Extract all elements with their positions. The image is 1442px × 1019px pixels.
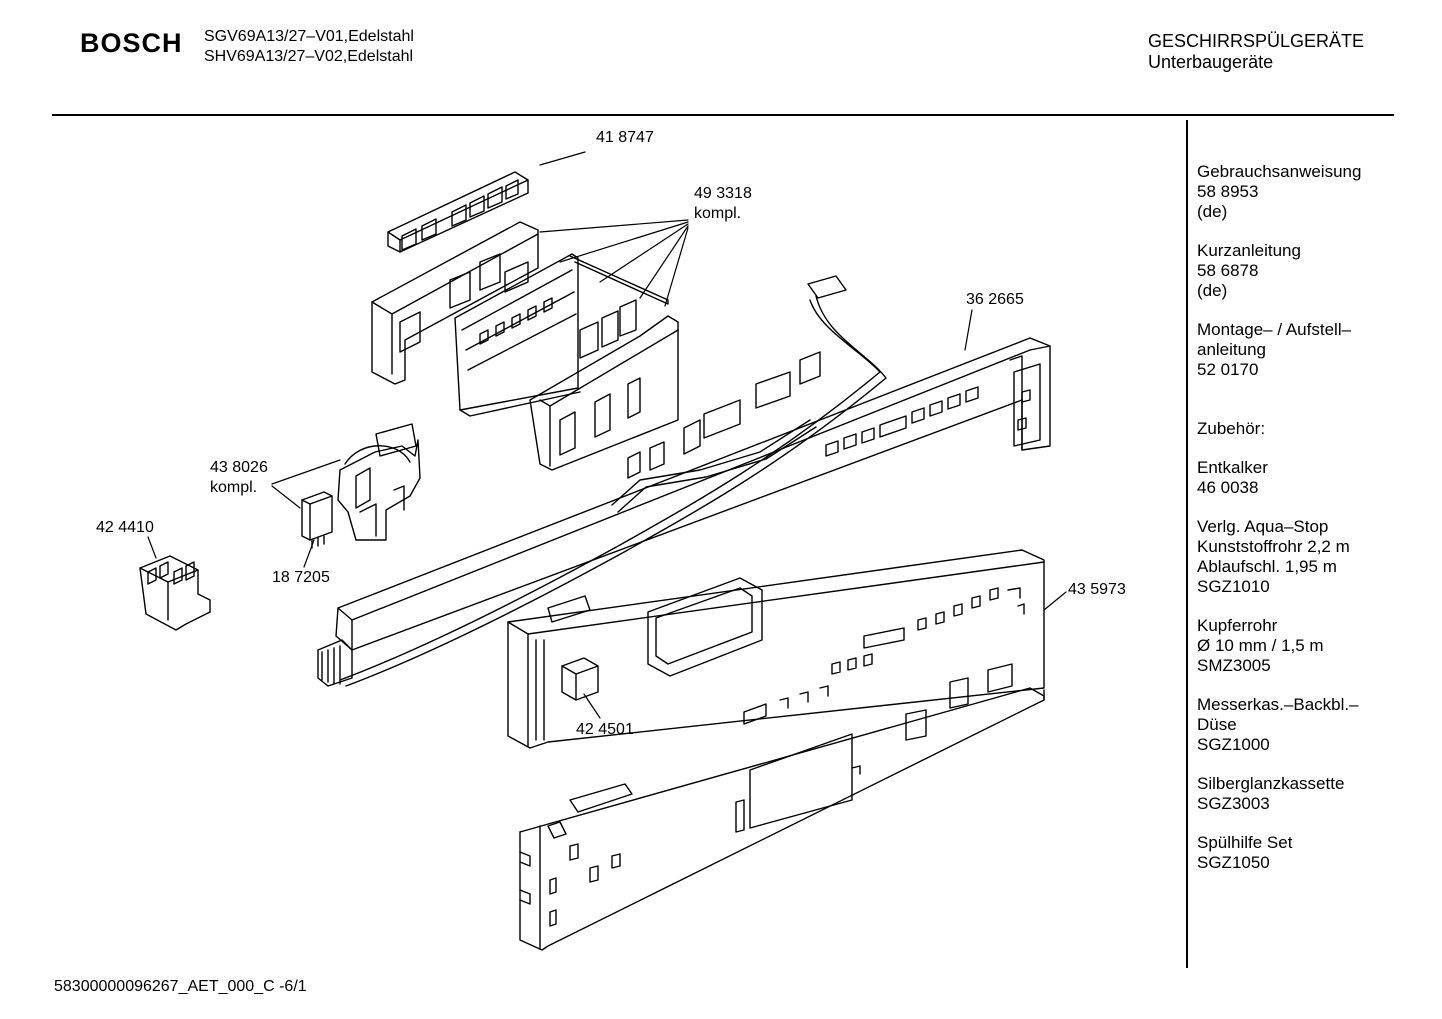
sidebar-text: Zubehör: (1197, 419, 1266, 438)
sidebar-text: Silberglanzkassette (1197, 774, 1345, 793)
part-187205-relay (302, 492, 332, 548)
callout-187205: 18 7205 (272, 569, 330, 586)
sidebar-text: Düse (1197, 715, 1237, 734)
sidebar-text: SGZ1050 (1197, 853, 1270, 872)
callout-362665: 36 2665 (966, 291, 1024, 308)
sidebar-text: Ablaufschl. 1,95 m (1197, 557, 1337, 576)
sidebar-text: Gebrauchsanweisung (1197, 162, 1362, 181)
sidebar-text: 52 0170 (1197, 360, 1259, 379)
exploded-view-drawing (0, 0, 1180, 960)
sidebar-text: 58 8953 (1197, 182, 1259, 201)
sidebar-text: Messerkas.–Backbl.– (1197, 695, 1359, 714)
sidebar-text: anleitung (1197, 340, 1267, 359)
sidebar-text: SGZ1010 (1197, 577, 1270, 596)
sidebar-text: Spülhilfe Set (1197, 833, 1293, 852)
sidebar-group-aqua-stop: Verlg. Aqua–Stop Kunststoffrohr 2,2 m Ab… (1197, 517, 1361, 597)
sidebar-text: 46 0038 (1197, 478, 1259, 497)
category-subtitle: Unterbaugeräte (1148, 52, 1274, 72)
document-id: 58300000096267_AET_000_C -6/1 (54, 978, 307, 995)
accessories-sidebar: Gebrauchsanweisung 58 8953 (de) Kurzanle… (1197, 162, 1361, 892)
header-divider (52, 114, 1394, 116)
part-493318-control-module (372, 222, 678, 470)
callout-493318: 49 3318 kompl. (694, 184, 752, 224)
part-424410-terminal-block (140, 556, 210, 630)
callout-435973: 43 5973 (1068, 581, 1126, 598)
sidebar-text: Kurzanleitung (1197, 241, 1301, 260)
callout-493318-note: kompl. (694, 205, 742, 222)
sidebar-text: (de) (1197, 281, 1228, 300)
sidebar-group-copper-pipe: Kupferrohr Ø 10 mm / 1,5 m SMZ3005 (1197, 616, 1361, 676)
callout-424410: 42 4410 (96, 519, 154, 536)
callout-493318-number: 49 3318 (694, 185, 752, 202)
callout-438026-note: kompl. (210, 479, 258, 496)
appliance-category: GESCHIRRSPÜLGERÄTE Unterbaugeräte (1148, 31, 1364, 73)
sidebar-group-accessories-heading: Zubehör: (1197, 419, 1361, 439)
sidebar-text: Kupferrohr (1197, 616, 1278, 635)
sidebar-text: SGZ1000 (1197, 735, 1270, 754)
sidebar-text: (de) (1197, 202, 1228, 221)
callout-438026-number: 43 8026 (210, 459, 268, 476)
sidebar-text: Kunststoffrohr 2,2 m (1197, 537, 1350, 556)
sidebar-group-cutlery-nozzle: Messerkas.–Backbl.– Düse SGZ1000 (1197, 695, 1361, 755)
sidebar-group-descaler: Entkalker 46 0038 (1197, 458, 1361, 498)
sidebar-text: Verlg. Aqua–Stop (1197, 517, 1329, 536)
part-424501-block (562, 658, 598, 700)
wire-harness (318, 276, 886, 686)
callout-418747: 41 8747 (596, 129, 654, 146)
callout-438026: 43 8026 kompl. (210, 458, 268, 498)
brand-logo: BOSCH (80, 28, 183, 58)
sidebar-text: SMZ3005 (1197, 656, 1271, 675)
sidebar-text: 58 6878 (1197, 261, 1259, 280)
part-435973-front-panel (508, 550, 1044, 950)
sidebar-group-instructions: Gebrauchsanweisung 58 8953 (de) (1197, 162, 1361, 222)
sidebar-text: SGZ3003 (1197, 794, 1270, 813)
callout-424501: 42 4501 (576, 721, 634, 738)
sidebar-divider (1186, 120, 1188, 968)
model-line-1: SGV69A13/27–V01,Edelstahl (204, 28, 414, 45)
part-418747-button-strip (388, 172, 528, 252)
sidebar-text: Montage– / Aufstell– (1197, 320, 1352, 339)
part-438026-valve-assembly (338, 424, 420, 540)
model-designations: SGV69A13/27–V01,Edelstahl SHV69A13/27–V0… (204, 27, 414, 67)
sidebar-text: Ø 10 mm / 1,5 m (1197, 636, 1324, 655)
sidebar-group-silver-cassette: Silberglanzkassette SGZ3003 (1197, 774, 1361, 814)
sidebar-group-installation: Montage– / Aufstell– anleitung 52 0170 (1197, 320, 1361, 380)
category-title: GESCHIRRSPÜLGERÄTE (1148, 31, 1365, 51)
sidebar-group-rinse-aid: Spülhilfe Set SGZ1050 (1197, 833, 1361, 873)
part-362665-control-frame (336, 338, 1050, 650)
sidebar-group-quick-guide: Kurzanleitung 58 6878 (de) (1197, 241, 1361, 301)
model-line-2: SHV69A13/27–V02,Edelstahl (204, 48, 414, 65)
sidebar-text: Entkalker (1197, 458, 1268, 477)
